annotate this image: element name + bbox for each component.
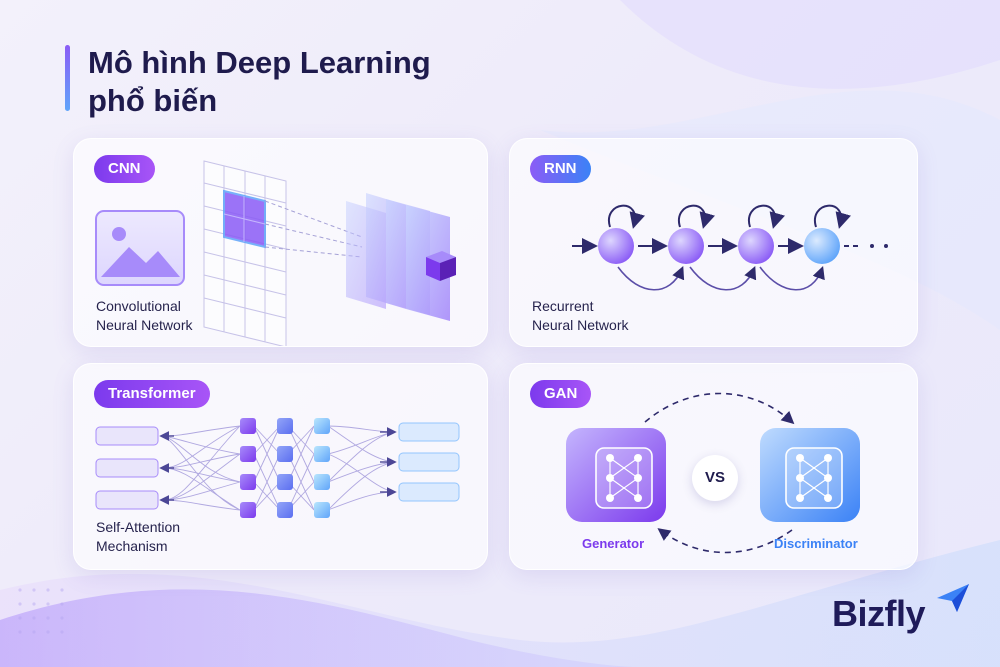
cnn-desc-line-1: Convolutional xyxy=(96,298,181,314)
projection-lines xyxy=(264,200,363,258)
cnn-description: Convolutional Neural Network xyxy=(96,297,192,335)
convolution-kernel xyxy=(223,189,266,249)
rnn-description: Recurrent Neural Network xyxy=(532,297,628,335)
rnn-card: RNN Recurrent Neural Network xyxy=(509,138,918,347)
rnn-illustration xyxy=(572,204,888,291)
cnn-card: CNN Convolutional Neural Network xyxy=(73,138,488,347)
gan-illustration xyxy=(566,392,860,554)
title-accent-bar xyxy=(65,45,70,111)
input-grid xyxy=(203,160,287,346)
feedback-arrow xyxy=(657,528,793,554)
transformer-card: Transformer Self-Attention Mechanism xyxy=(73,363,488,570)
transformer-label: Transformer xyxy=(94,380,210,408)
cnn-desc-line-2: Neural Network xyxy=(96,317,193,333)
transformer-illustration xyxy=(95,418,460,518)
rnn-node xyxy=(804,228,840,264)
cnn-label: CNN xyxy=(94,155,155,183)
gan-label: GAN xyxy=(530,380,592,408)
rnn-label: RNN xyxy=(530,155,591,183)
paper-plane-icon xyxy=(937,584,969,612)
recurrent-loops xyxy=(607,204,851,229)
vs-badge: VS xyxy=(692,455,738,501)
generator-cube xyxy=(566,428,666,522)
forward-arrow xyxy=(644,392,795,425)
transformer-desc-line-2: Mechanism xyxy=(96,538,168,554)
title-line-1: Mô hình Deep Learning xyxy=(88,45,431,80)
generator-label: Generator xyxy=(582,536,645,551)
output-cube xyxy=(426,251,456,281)
rnn-desc-line-1: Recurrent xyxy=(532,298,594,314)
attention-column-3 xyxy=(314,418,330,518)
attention-column-1 xyxy=(240,418,256,518)
image-icon xyxy=(95,210,185,286)
rnn-node xyxy=(738,228,774,264)
rnn-desc-line-2: Neural Network xyxy=(532,317,629,333)
brand-logo: Bizfly xyxy=(832,593,926,634)
discriminator-label: Discriminator xyxy=(774,536,858,551)
output-tokens xyxy=(398,422,460,502)
rnn-node xyxy=(668,228,704,264)
input-tokens xyxy=(95,426,159,510)
rnn-node xyxy=(598,228,634,264)
direction-arrows xyxy=(159,427,397,505)
skip-connections xyxy=(617,265,825,291)
cnn-illustration xyxy=(95,160,456,346)
transformer-description: Self-Attention Mechanism xyxy=(96,518,180,556)
attention-column-2 xyxy=(277,418,293,518)
discriminator-cube xyxy=(760,428,860,522)
dot-grid-decoration xyxy=(18,588,64,634)
gan-card: GAN VS Generator Discriminator xyxy=(509,363,918,570)
page-title: Mô hình Deep Learning phổ biến xyxy=(88,44,508,120)
transformer-desc-line-1: Self-Attention xyxy=(96,519,181,535)
attention-links xyxy=(163,425,395,511)
title-line-2: phổ biến xyxy=(88,83,218,118)
